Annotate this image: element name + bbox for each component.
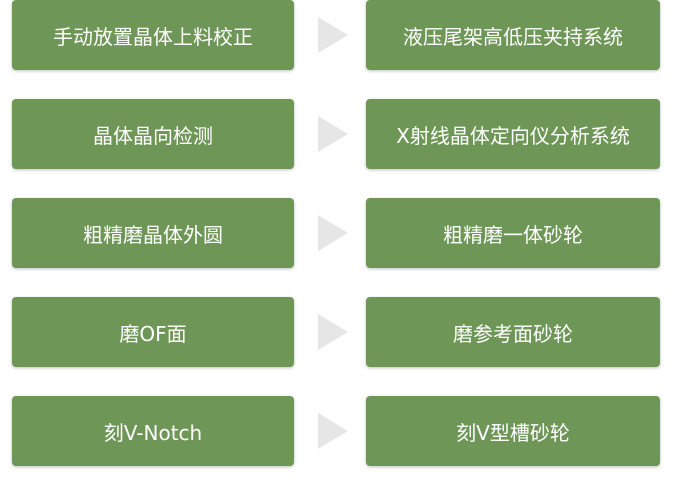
arrow-right-icon	[318, 413, 348, 449]
equipment-box: 磨参考面砂轮	[366, 297, 660, 367]
process-step-box: 粗精磨晶体外圆	[12, 198, 294, 268]
equipment-box: 液压尾架高低压夹持系统	[366, 0, 660, 70]
equipment-box: 粗精磨一体砂轮	[366, 198, 660, 268]
process-row: 手动放置晶体上料校正 液压尾架高低压夹持系统	[0, 0, 673, 70]
arrow-right-icon	[318, 116, 348, 152]
arrow-right-icon	[318, 314, 348, 350]
process-row: 粗精磨晶体外圆 粗精磨一体砂轮	[0, 198, 673, 268]
process-step-box: 手动放置晶体上料校正	[12, 0, 294, 70]
arrow-right-icon	[318, 215, 348, 251]
process-row: 刻V-Notch 刻V型槽砂轮	[0, 396, 673, 466]
equipment-box: 刻V型槽砂轮	[366, 396, 660, 466]
process-row: 磨OF面 磨参考面砂轮	[0, 297, 673, 367]
process-step-box: 晶体晶向检测	[12, 99, 294, 169]
arrow-right-icon	[318, 17, 348, 53]
process-step-box: 刻V-Notch	[12, 396, 294, 466]
process-step-box: 磨OF面	[12, 297, 294, 367]
process-row: 晶体晶向检测 X射线晶体定向仪分析系统	[0, 99, 673, 169]
equipment-box: X射线晶体定向仪分析系统	[366, 99, 660, 169]
